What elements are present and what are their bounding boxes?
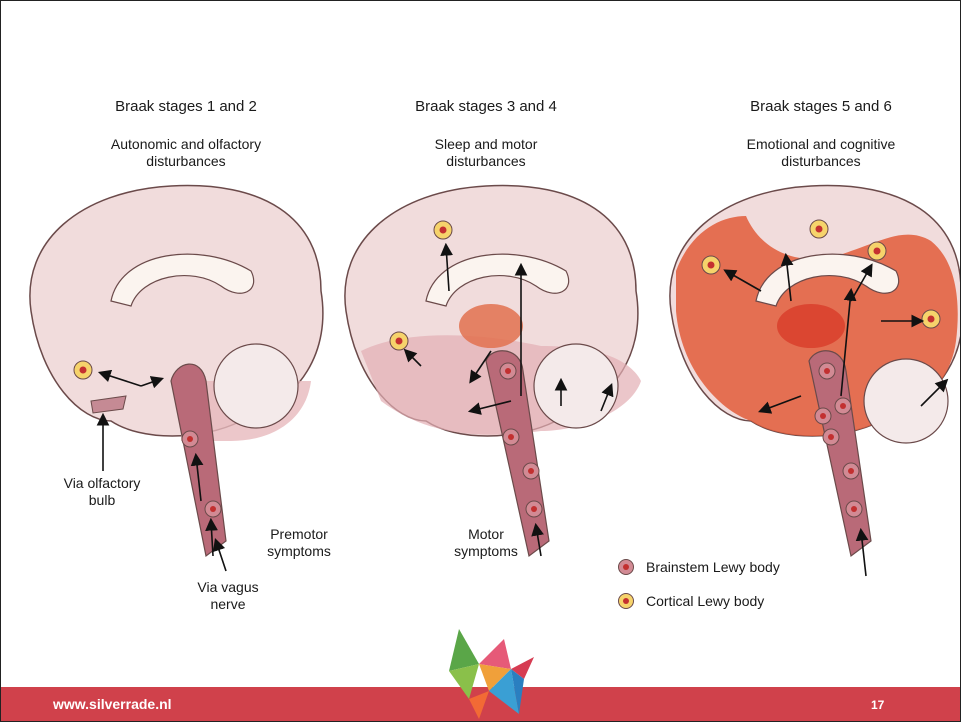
legend-cortical-label: Cortical Lewy body [646,593,764,609]
brain-stage-3 [670,186,960,576]
silverrade-logo [449,629,539,719]
label-motor-symptoms: Motor symptoms [436,526,536,560]
brain1-cortical-lewy-body [74,361,92,379]
legend-cortical: Cortical Lewy body [618,593,764,609]
brain-diagram [1,1,960,601]
brain2-thalamus-pathology [459,304,523,348]
brain1-cerebellum [214,344,298,428]
brainstem-lewy-body-icon [618,559,634,575]
label-premotor-symptoms: Premotor symptoms [249,526,349,560]
brain-stage-2 [345,186,641,556]
brain2-cerebellum [534,344,618,428]
legend-brainstem-label: Brainstem Lewy body [646,559,780,575]
brain3-cerebellum [864,359,948,443]
footer-url[interactable]: www.silverrade.nl [53,696,172,712]
cortical-lewy-body-icon [618,593,634,609]
brain-stage-1 [30,186,323,571]
label-via-olfactory: Via olfactory bulb [47,475,157,509]
page-number: 17 [871,698,884,712]
brain3-thalamus-pathology [777,304,845,348]
label-via-vagus: Via vagus nerve [178,579,278,613]
legend-brainstem: Brainstem Lewy body [618,559,780,575]
